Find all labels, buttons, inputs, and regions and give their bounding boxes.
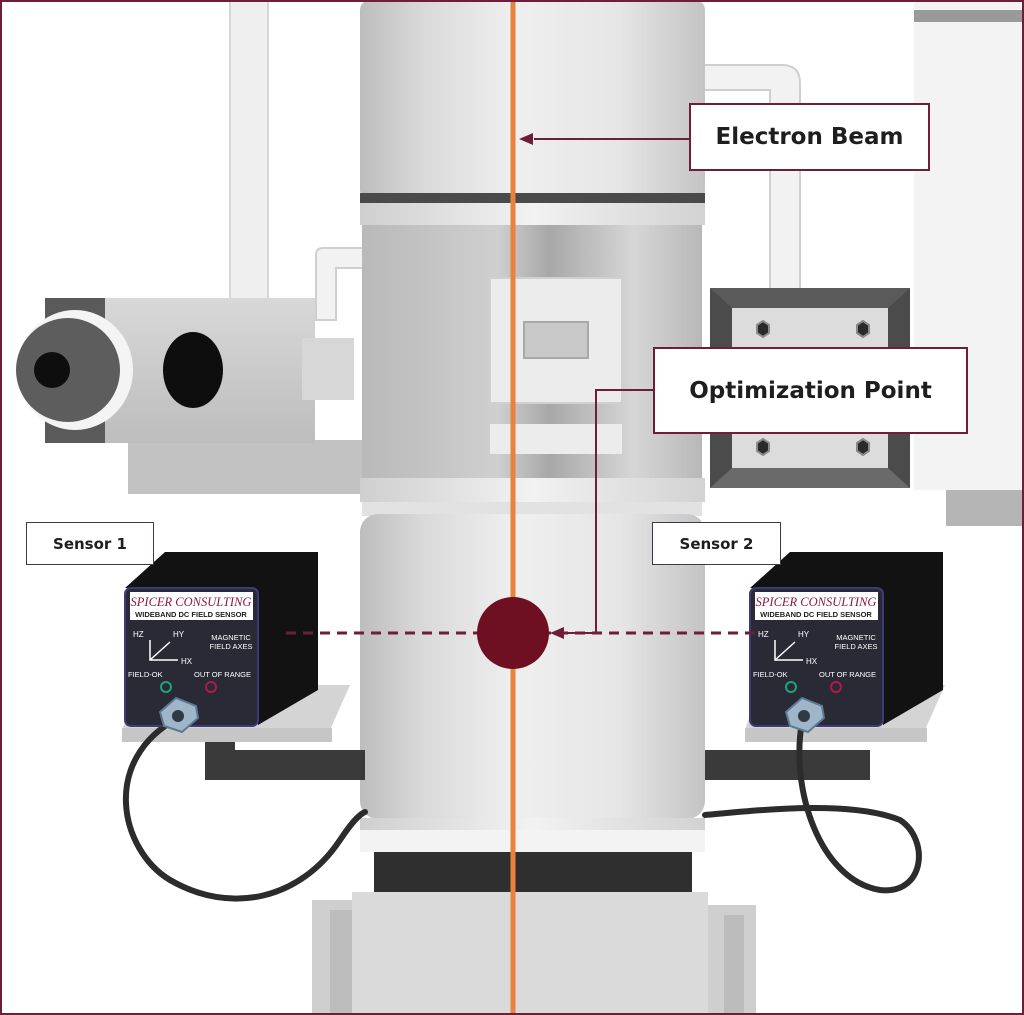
sensor-2-product: WIDEBAND DC FIELD SENSOR <box>760 610 872 619</box>
sensor-1-axis-x: HX <box>181 657 193 666</box>
sensor-2-axis-z: HZ <box>758 630 769 639</box>
sensor-2-caption-2: FIELD AXES <box>835 642 878 651</box>
cable-connector-icon <box>158 696 200 734</box>
sensor-2-field-ok-label: FIELD-OK <box>753 670 788 679</box>
red-led-icon <box>830 681 842 693</box>
green-led-icon <box>160 681 172 693</box>
sensor-2-brand: SPICER CONSULTING <box>756 595 877 609</box>
microscope-column <box>312 0 756 1015</box>
optimization-point-marker <box>477 597 549 669</box>
sensor-2-out-of-range-label: OUT OF RANGE <box>819 670 876 679</box>
left-optics-module <box>16 298 363 494</box>
electron-beam-label: Electron Beam <box>689 103 930 171</box>
sensor-1-caption-1: MAGNETIC <box>211 633 251 642</box>
sensor-1-axis-z: HZ <box>133 630 144 639</box>
sensor-1-axis-y: HY <box>173 630 185 639</box>
sensor-2-label: Sensor 2 <box>652 522 781 565</box>
sensor-2-face: SPICER CONSULTING WIDEBAND DC FIELD SENS… <box>753 592 878 734</box>
sensor-1-out-of-range-label: OUT OF RANGE <box>194 670 251 679</box>
sensor-cables <box>123 715 922 902</box>
optimization-point-label: Optimization Point <box>653 347 968 434</box>
sensor-2-axis-y: HY <box>798 630 810 639</box>
cable-connector-icon <box>784 696 826 734</box>
red-led-icon <box>205 681 217 693</box>
sensor-1-body <box>124 552 318 727</box>
green-led-icon <box>785 681 797 693</box>
sensor-1-face: SPICER CONSULTING WIDEBAND DC FIELD SENS… <box>128 592 253 734</box>
sensor-1-label: Sensor 1 <box>26 522 154 565</box>
sensor-1-product: WIDEBAND DC FIELD SENSOR <box>135 610 247 619</box>
sensor-1-brand: SPICER CONSULTING <box>131 595 252 609</box>
sensor-2-body <box>749 552 943 727</box>
sensor-2-caption-1: MAGNETIC <box>836 633 876 642</box>
sensor-2-axis-x: HX <box>806 657 818 666</box>
callout-leader-lines <box>519 133 690 639</box>
sensor-1-field-ok-label: FIELD-OK <box>128 670 163 679</box>
sensor-1-caption-2: FIELD AXES <box>210 642 253 651</box>
